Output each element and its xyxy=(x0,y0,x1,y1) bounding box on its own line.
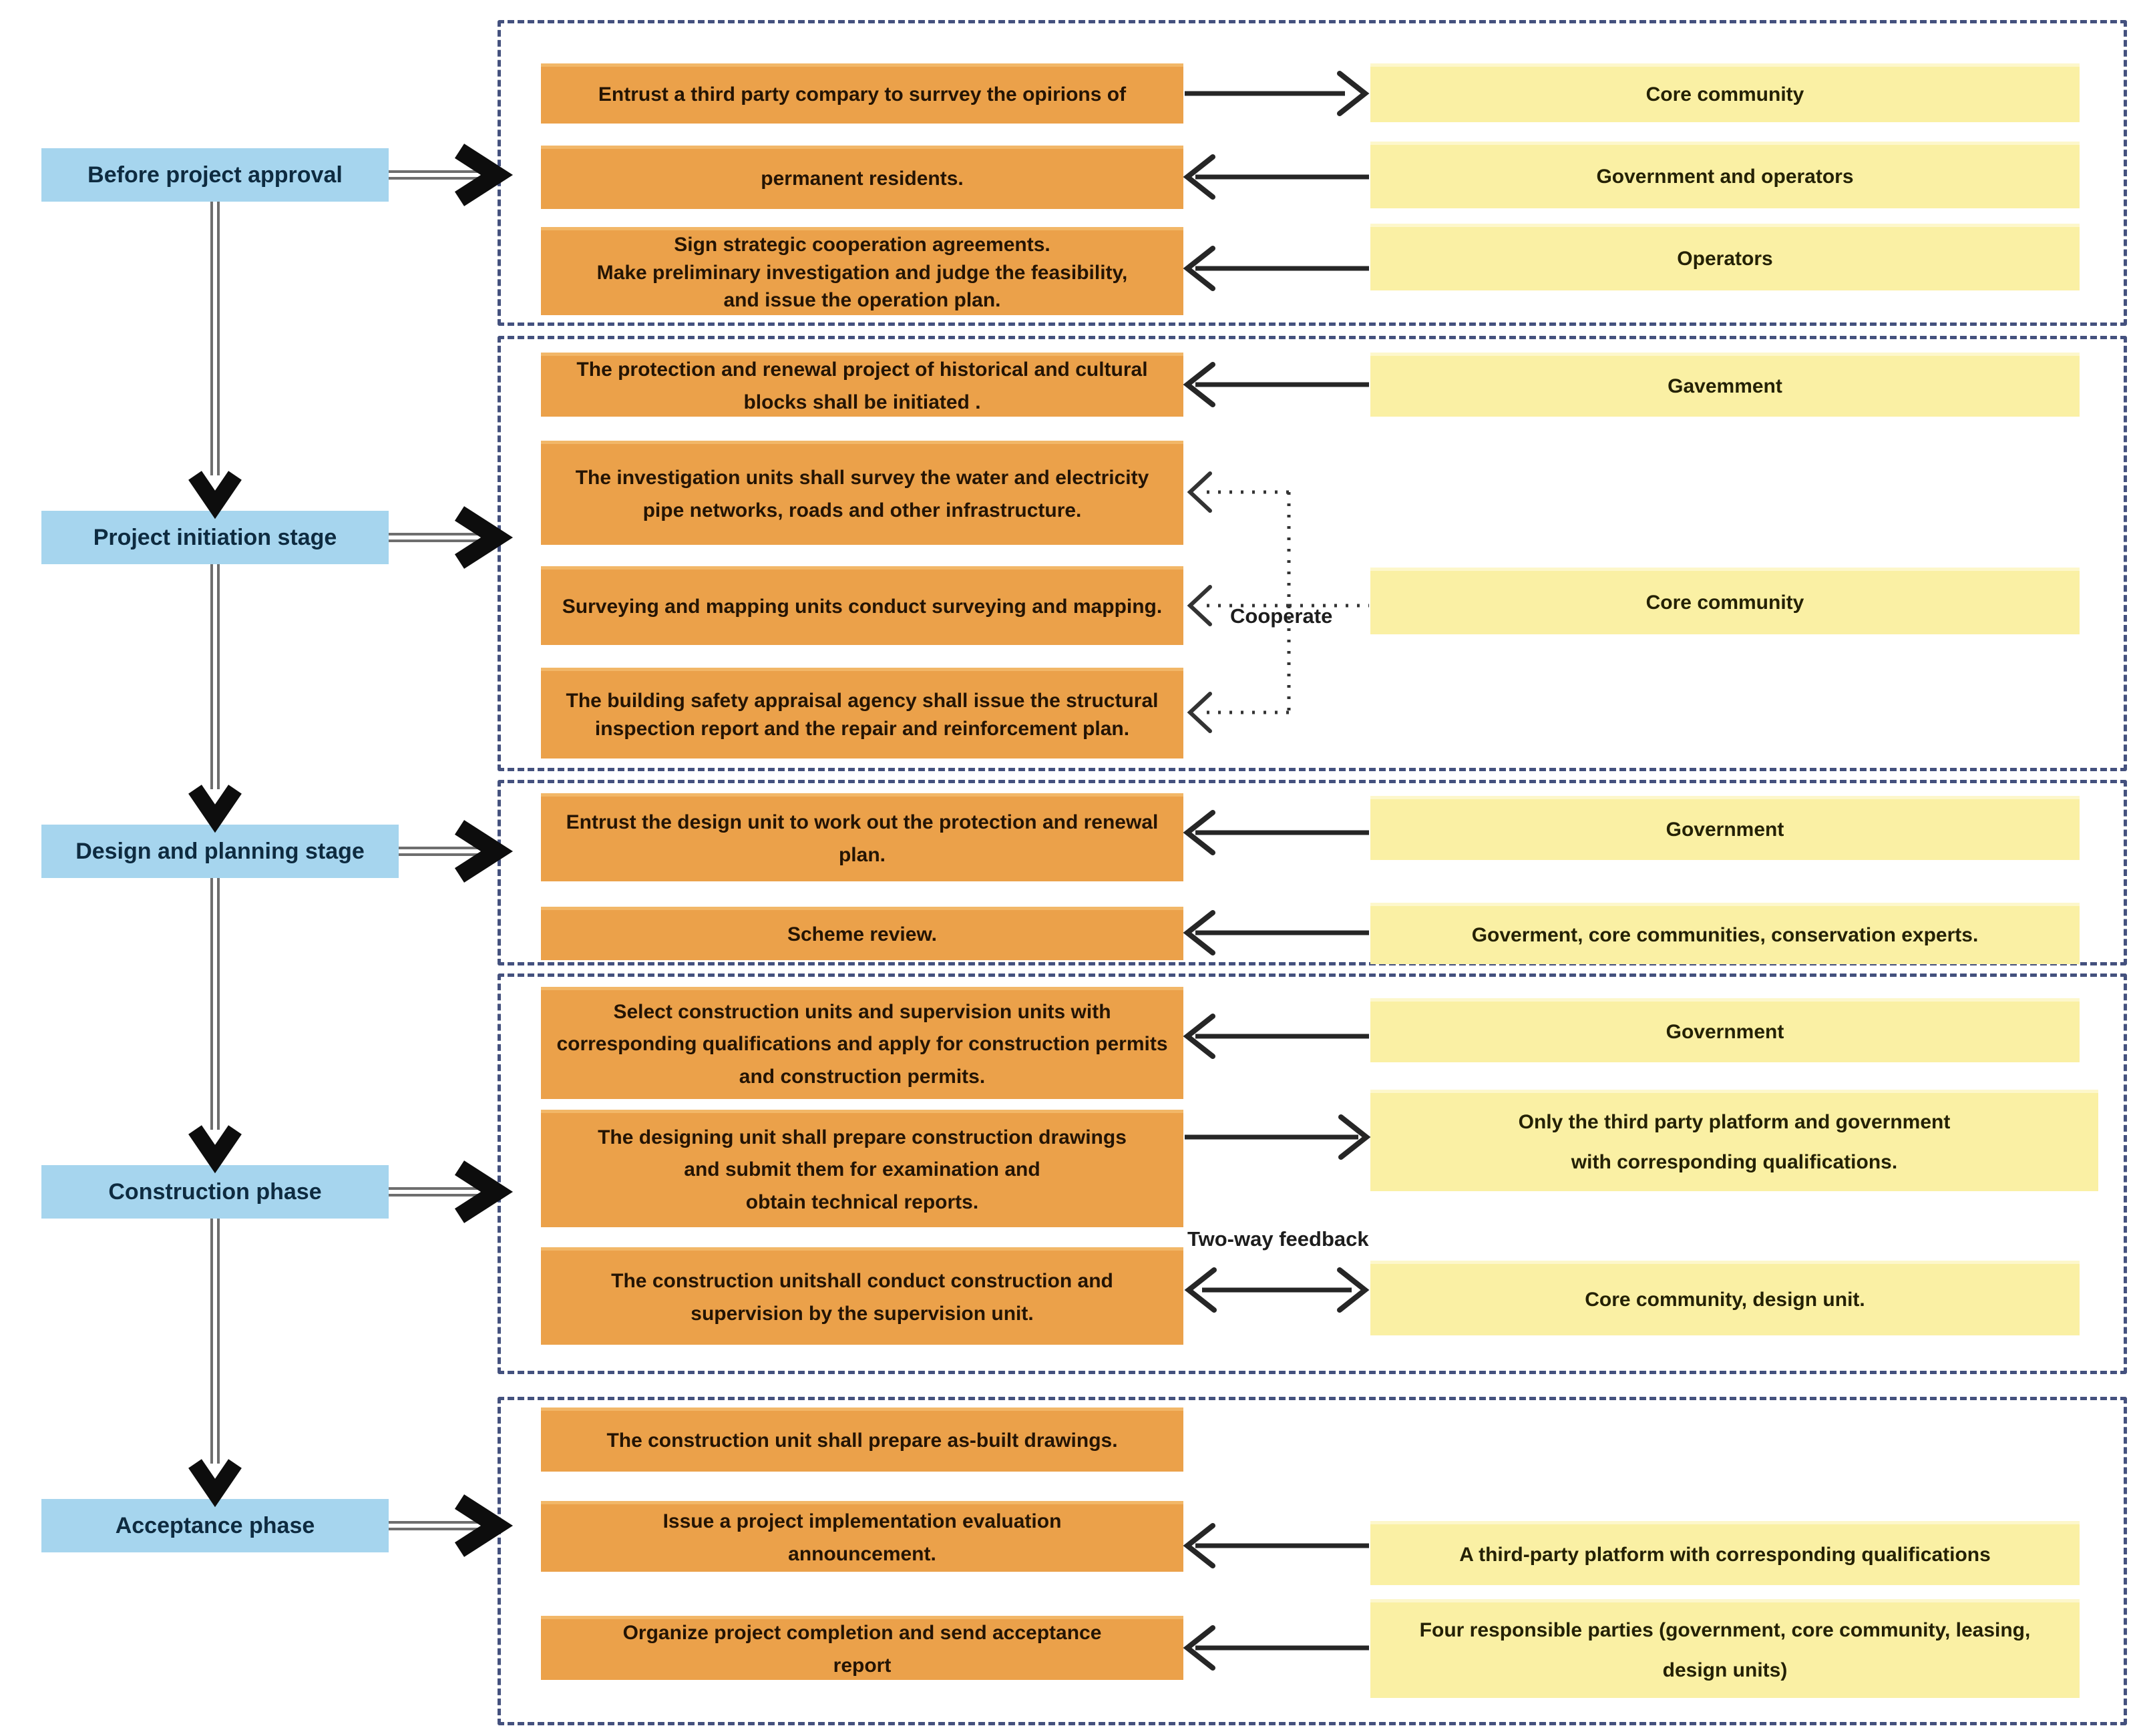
action-box: Scheme review. xyxy=(541,907,1183,960)
action-box: The construction unitshall conduct const… xyxy=(541,1247,1183,1345)
connector-phase-3-4 xyxy=(188,878,242,1174)
cooperate-label: Cooperate xyxy=(1230,604,1333,628)
phase-box-design-planning: Design and planning stage xyxy=(41,825,399,878)
section-acceptance xyxy=(498,1397,2127,1725)
arrow-phase-2 xyxy=(389,506,514,569)
arrow-phase-5 xyxy=(389,1494,514,1557)
party-box: Core community, design unit. xyxy=(1370,1261,2080,1335)
party-box: Goverment, core communities, conservatio… xyxy=(1370,903,2080,964)
action-box: The protection and renewal project of hi… xyxy=(541,353,1183,417)
action-box: Sign strategic cooperation agreements. M… xyxy=(541,227,1183,315)
two-way-feedback-label: Two-way feedback xyxy=(1187,1227,1369,1251)
action-box: permanent residents. xyxy=(541,146,1183,209)
connector-phase-1-2 xyxy=(188,202,242,519)
party-box: Gavemment xyxy=(1370,353,2080,417)
action-box: Issue a project implementation evaluatio… xyxy=(541,1501,1183,1572)
action-box: The investigation units shall survey the… xyxy=(541,441,1183,545)
arrow-phase-1 xyxy=(389,144,514,206)
action-box: The building safety appraisal agency sha… xyxy=(541,668,1183,758)
party-box: Only the third party platform and govern… xyxy=(1370,1090,2098,1191)
phase-box-acceptance: Acceptance phase xyxy=(41,1499,389,1552)
action-box: Surveying and mapping units conduct surv… xyxy=(541,566,1183,645)
phase-box-construction: Construction phase xyxy=(41,1165,389,1219)
action-box: The construction unit shall prepare as-b… xyxy=(541,1407,1183,1472)
connector-phase-2-3 xyxy=(188,564,242,833)
arrow-phase-4 xyxy=(389,1160,514,1223)
action-box: Organize project completion and send acc… xyxy=(541,1616,1183,1680)
party-box: Core community xyxy=(1370,63,2080,122)
arrow-phase-3 xyxy=(399,820,514,883)
party-box: Government xyxy=(1370,796,2080,860)
party-box: Four responsible parties (government, co… xyxy=(1370,1599,2080,1698)
connector-phase-4-5 xyxy=(188,1219,242,1508)
action-box: Entrust a third party compary to surrvey… xyxy=(541,63,1183,124)
party-box: Operators xyxy=(1370,224,2080,290)
action-box: Select construction units and supervisio… xyxy=(541,987,1183,1099)
action-box: The designing unit shall prepare constru… xyxy=(541,1110,1183,1227)
action-box: Entrust the design unit to work out the … xyxy=(541,793,1183,881)
party-box: Government xyxy=(1370,998,2080,1062)
phase-box-before-approval: Before project approval xyxy=(41,148,389,202)
phase-box-initiation: Project initiation stage xyxy=(41,511,389,564)
party-box: Core community xyxy=(1370,568,2080,634)
party-box: A third-party platform with correspondin… xyxy=(1370,1521,2080,1585)
party-box: Government and operators xyxy=(1370,142,2080,208)
